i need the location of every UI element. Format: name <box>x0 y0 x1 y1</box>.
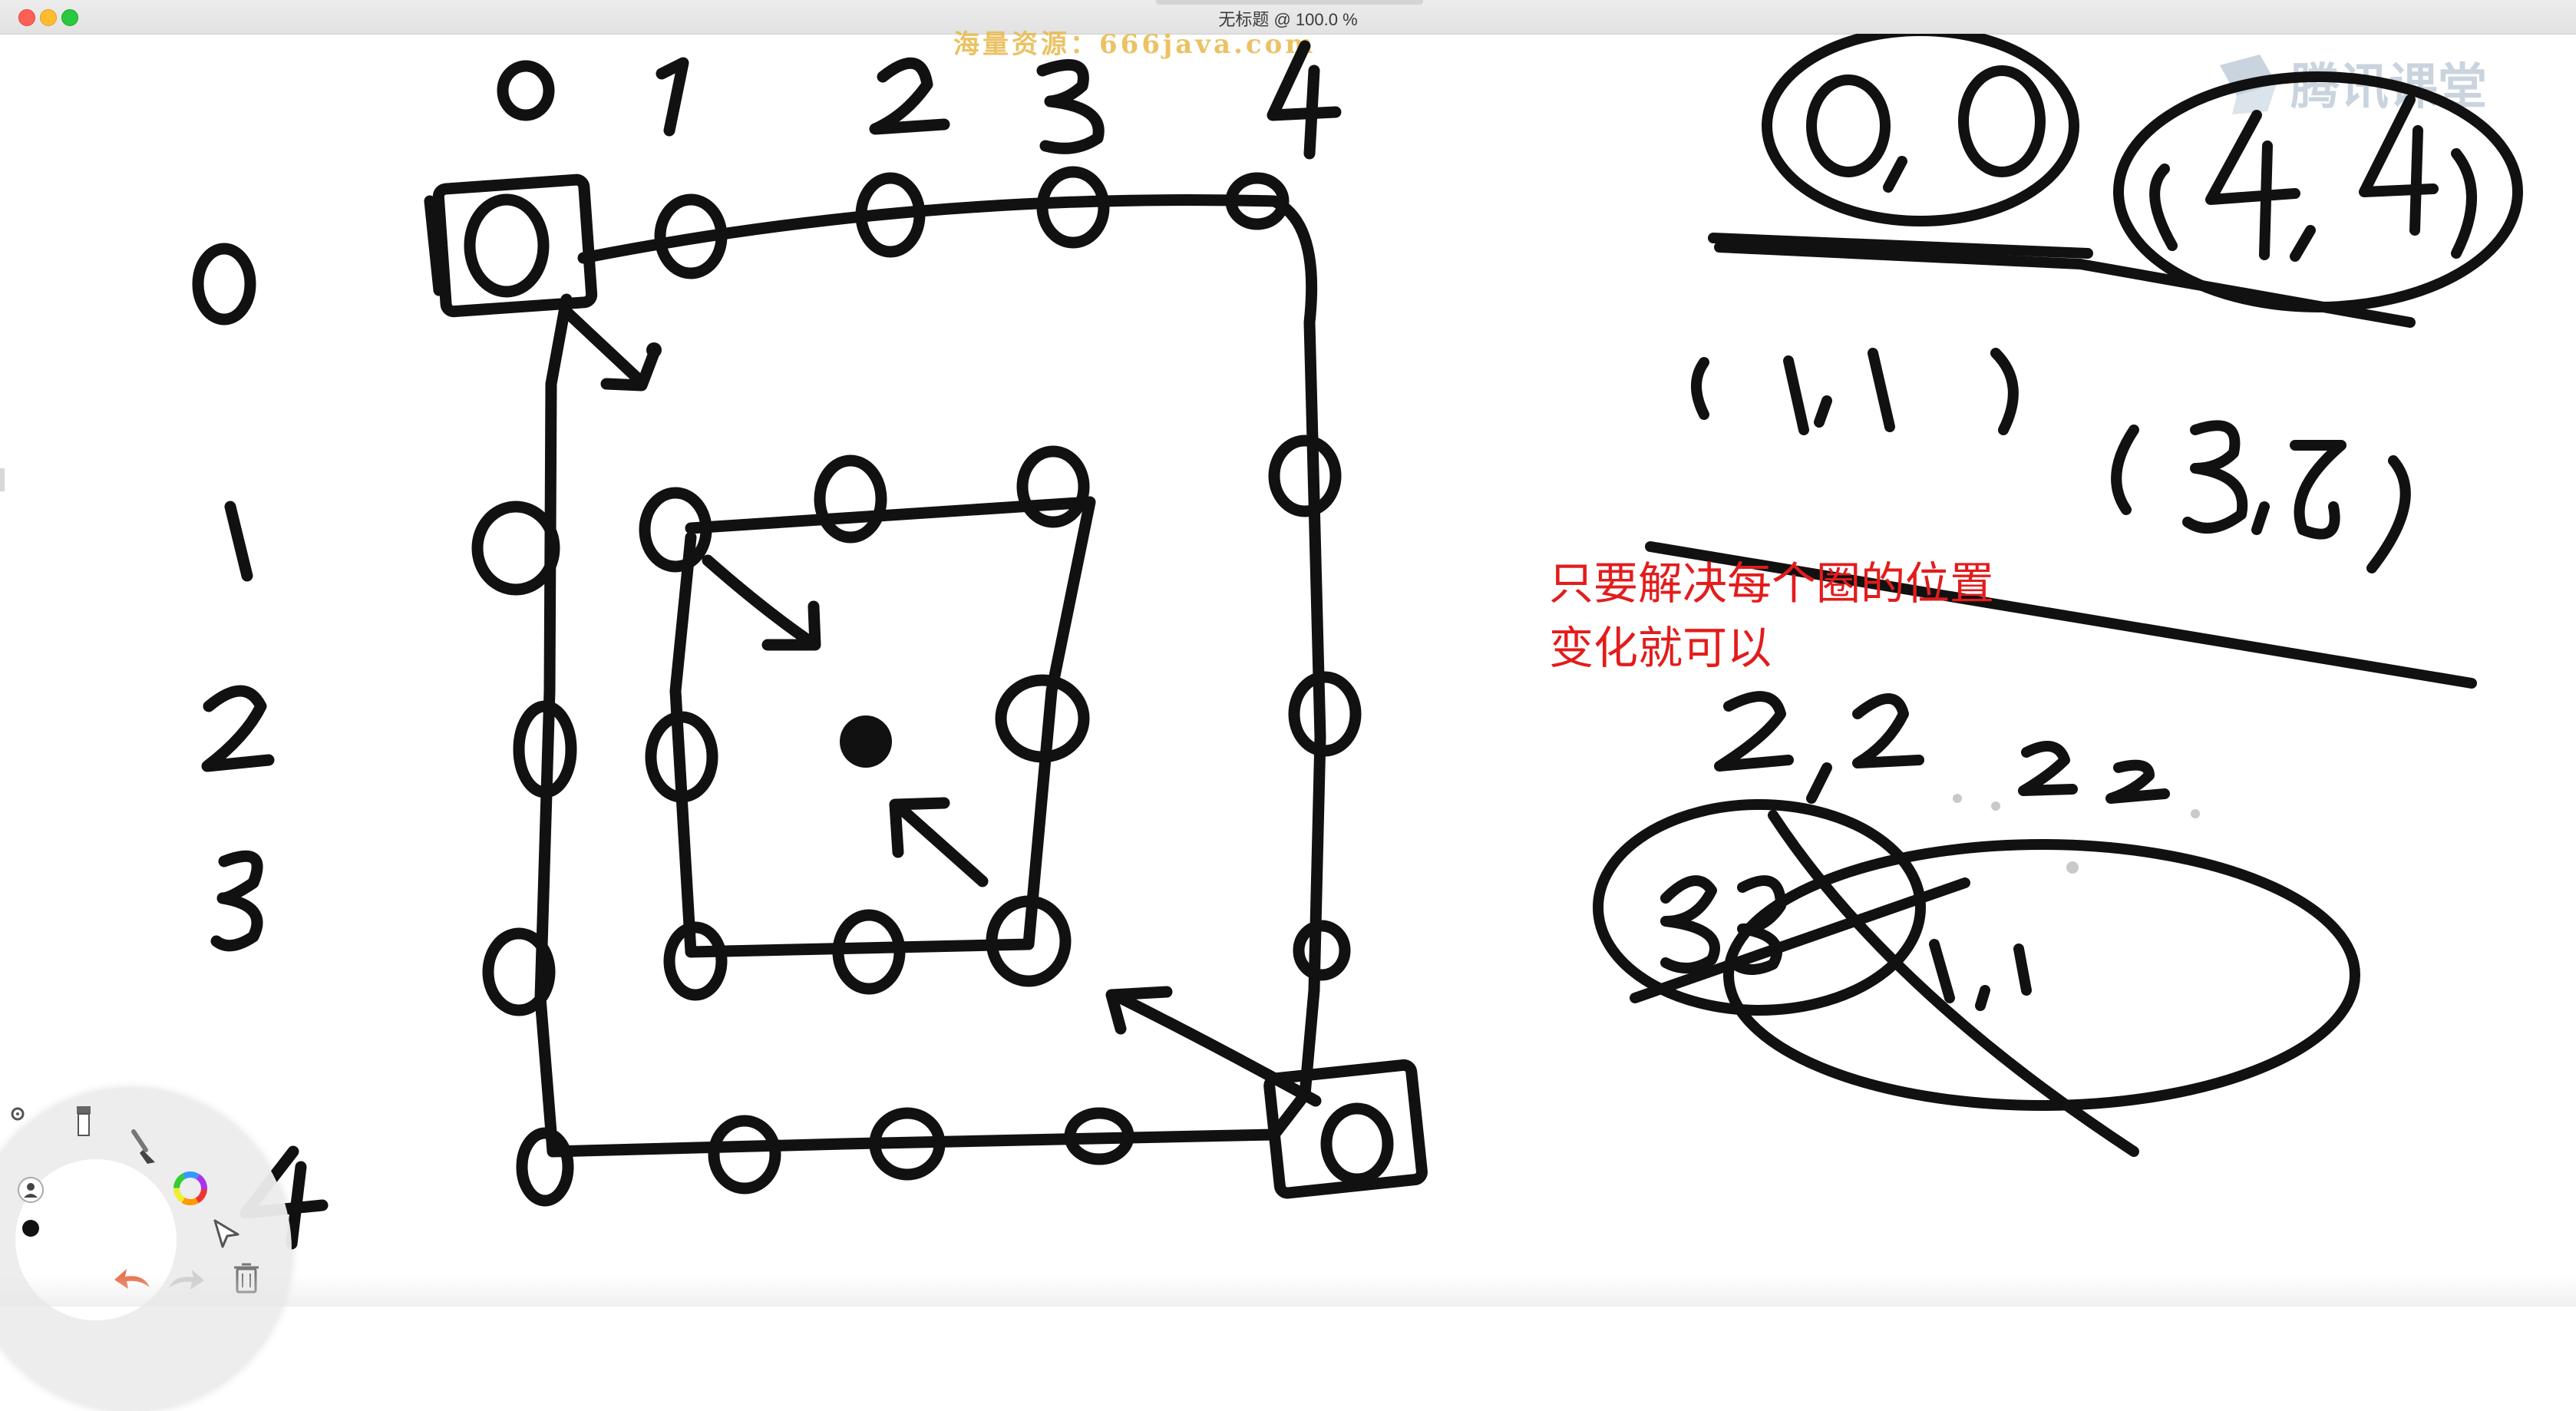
window-title: 无标题 @ 100.0 % <box>1218 10 1358 29</box>
color-wheel-icon[interactable] <box>170 1168 210 1208</box>
red-note-line1: 只要解决每个圈的位置 <box>1549 557 1995 610</box>
column-headers <box>497 40 1342 160</box>
select-arrow-icon[interactable] <box>209 1216 244 1251</box>
inner-ring <box>669 496 1096 958</box>
minimize-window-button[interactable] <box>40 9 57 26</box>
red-note-line2: 变化就可以 <box>1549 622 1772 674</box>
bottom-fade <box>0 1274 2576 1307</box>
window-titlebar: 无标题 @ 100.0 % <box>0 0 2576 35</box>
left-edge-handle[interactable] <box>0 468 5 491</box>
outer-ring <box>534 194 1326 1158</box>
eraser-icon[interactable] <box>68 1102 100 1141</box>
row-headers <box>192 243 329 1250</box>
title-tab-indicator <box>1156 0 1423 5</box>
close-window-button[interactable] <box>18 9 35 26</box>
dot-icon[interactable] <box>17 1214 45 1242</box>
maximize-window-button[interactable] <box>61 9 78 26</box>
brush-icon[interactable] <box>124 1125 158 1167</box>
watermark-text: 海量资源：666java.com <box>953 29 1316 60</box>
settings-icon[interactable] <box>5 1101 31 1127</box>
red-note: 只要解决每个圈的位置 变化就可以 <box>1549 551 1994 680</box>
person-icon[interactable] <box>15 1175 46 1205</box>
whiteboard-canvas[interactable] <box>0 34 2576 1307</box>
